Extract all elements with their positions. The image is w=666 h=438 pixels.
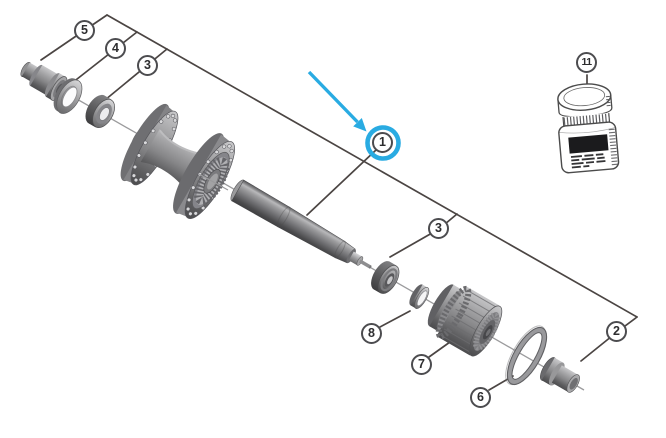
callout-7[interactable]: 7 (411, 354, 432, 375)
part-spacer-washer (409, 284, 430, 309)
part-end-cap-right (540, 357, 580, 393)
callout-6[interactable]: 6 (470, 387, 491, 408)
callout-3-left[interactable]: 3 (137, 55, 158, 76)
leader-7 (428, 341, 451, 358)
leader-4 (71, 31, 138, 84)
part-hub-shell (120, 103, 235, 220)
leader-1 (306, 149, 377, 216)
axis-line-over-bore (198, 173, 229, 191)
part-bearing-left (85, 94, 115, 129)
part-seal-ring (505, 325, 548, 386)
callout-5[interactable]: 5 (74, 20, 95, 41)
jar-label (568, 134, 609, 154)
main-reference-line (106, 14, 638, 318)
part-cone-washer (53, 78, 83, 114)
callout-1[interactable]: 1 (372, 132, 393, 153)
callout-2[interactable]: 2 (606, 321, 627, 342)
part-bearing-right (371, 261, 400, 294)
callout-3-right[interactable]: 3 (428, 218, 449, 239)
leader-8 (379, 310, 411, 328)
callout-11[interactable]: 11 (576, 52, 597, 73)
jar-label-text-bars (570, 153, 606, 169)
leader-5 (40, 14, 108, 61)
callout-8[interactable]: 8 (361, 323, 382, 344)
callout-4[interactable]: 4 (105, 38, 126, 59)
part-freehub-body (427, 284, 503, 357)
leader-3-right (389, 213, 458, 258)
leader-3-left (104, 48, 168, 101)
leader-lines (40, 14, 638, 391)
jar-cap-ribs (563, 113, 610, 127)
part-axle (230, 179, 372, 269)
part-grease-jar (557, 83, 620, 174)
